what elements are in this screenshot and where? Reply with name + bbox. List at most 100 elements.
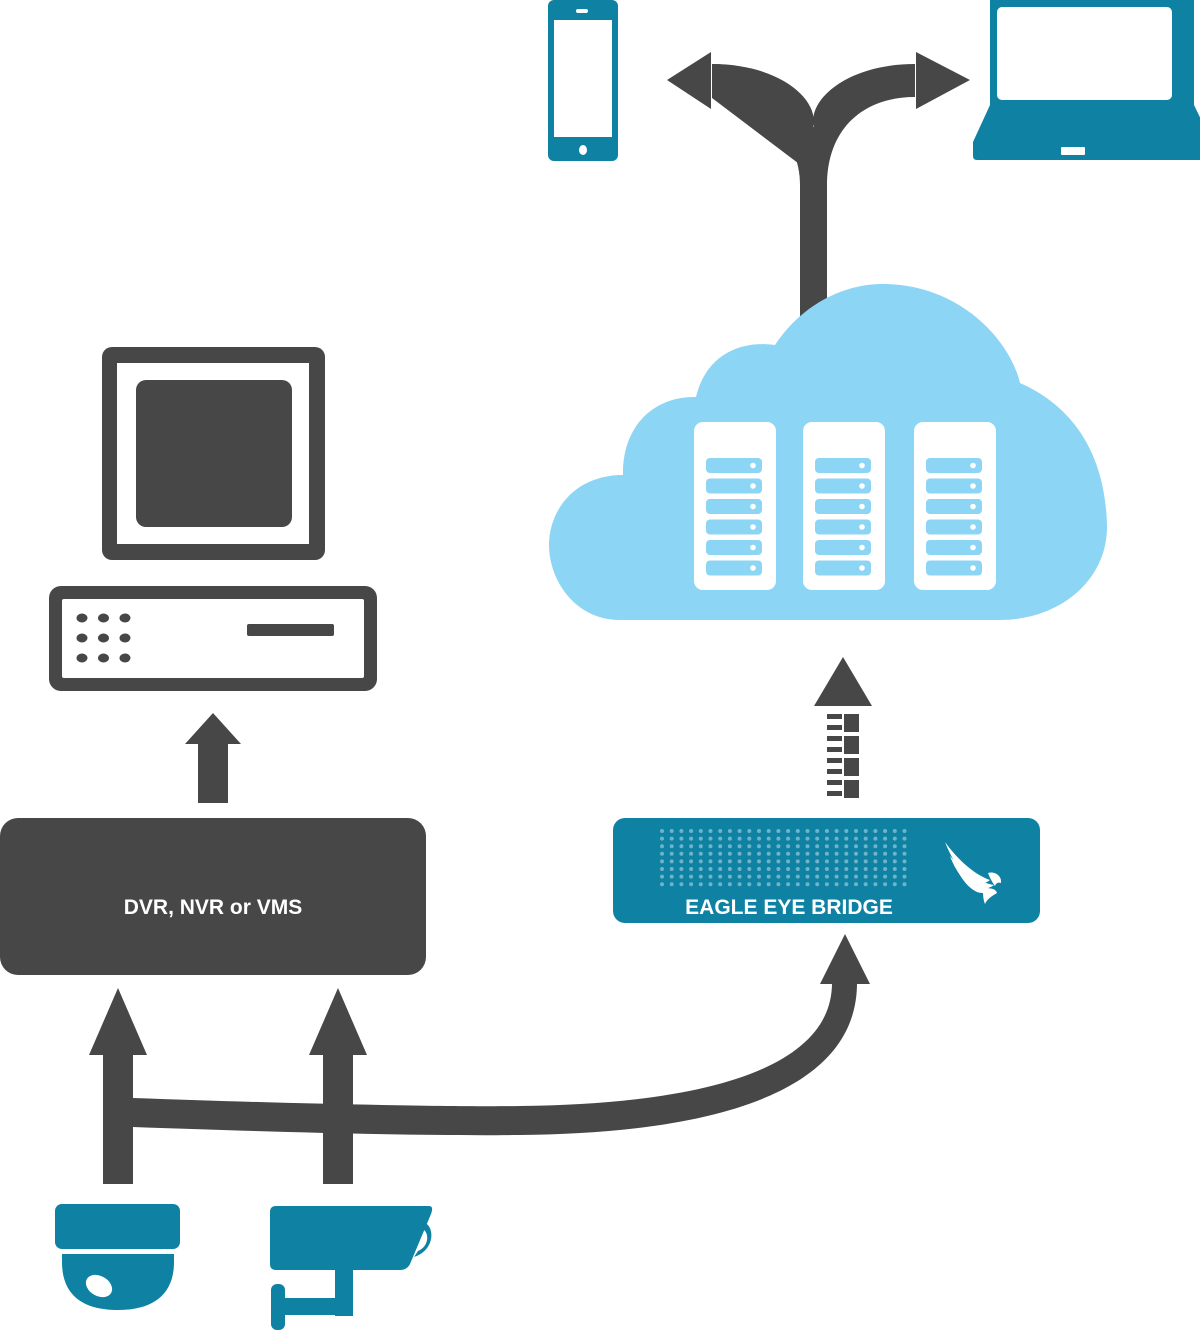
server-led bbox=[859, 565, 865, 571]
vent-dot bbox=[766, 829, 771, 833]
compressed-arrow-shaft bbox=[827, 714, 859, 798]
desktop-computer-icon bbox=[102, 347, 325, 560]
server-led bbox=[970, 462, 976, 469]
server-slot bbox=[926, 560, 982, 576]
vent-dot bbox=[824, 874, 829, 879]
vent-dot bbox=[824, 867, 829, 871]
server-slot bbox=[926, 540, 982, 555]
vent-dot bbox=[854, 882, 858, 887]
vent-dot bbox=[834, 867, 839, 871]
server-slot bbox=[815, 540, 871, 555]
vent-dot bbox=[834, 844, 839, 849]
vent-dot bbox=[766, 874, 771, 879]
vent-dot bbox=[854, 829, 858, 833]
vent-dot bbox=[737, 867, 742, 871]
vent-dot bbox=[669, 851, 674, 856]
vent-dot bbox=[747, 867, 752, 871]
vent-dot bbox=[766, 859, 771, 864]
vent-dot bbox=[863, 874, 868, 879]
vent-dot bbox=[844, 836, 849, 841]
up-arrow-dome-to-dvr bbox=[89, 988, 147, 1184]
vent-dot bbox=[689, 829, 694, 833]
server-icon bbox=[694, 422, 776, 590]
vent-dot bbox=[883, 859, 888, 864]
vent-dot bbox=[727, 859, 732, 864]
vent-dot bbox=[698, 874, 703, 879]
recorder-button-dot bbox=[76, 633, 88, 643]
vent-dot bbox=[883, 844, 888, 849]
vent-dot bbox=[698, 859, 703, 864]
vent-dot bbox=[892, 867, 897, 871]
server-slot bbox=[706, 458, 762, 473]
vent-dot bbox=[727, 829, 732, 833]
vent-dot bbox=[863, 829, 868, 833]
server-led bbox=[750, 544, 756, 551]
vent-dot bbox=[689, 859, 694, 864]
zip-block bbox=[844, 736, 859, 754]
vent-dot bbox=[844, 882, 849, 887]
vent-dot bbox=[873, 867, 878, 871]
recorder-button-dot bbox=[119, 633, 131, 643]
vent-dot bbox=[679, 844, 684, 849]
vent-dot bbox=[689, 874, 694, 879]
vent-dot bbox=[892, 829, 897, 833]
vent-dot bbox=[766, 844, 771, 849]
vent-dot bbox=[883, 836, 888, 841]
vent-dot bbox=[660, 874, 664, 879]
server-icon bbox=[914, 422, 996, 590]
vent-dot bbox=[747, 829, 752, 833]
vent-dot bbox=[669, 882, 674, 887]
server-led bbox=[750, 565, 756, 571]
vent-dot bbox=[863, 867, 868, 871]
server-slot bbox=[815, 458, 871, 473]
vent-dot bbox=[815, 882, 820, 887]
vent-dot bbox=[873, 859, 878, 864]
vent-dot bbox=[660, 829, 664, 833]
vent-dot bbox=[708, 851, 713, 856]
vent-dot bbox=[660, 851, 664, 856]
dvr-nvr-vms-node[interactable]: DVR, NVR or VMS bbox=[0, 818, 426, 975]
compressed-upload-arrow bbox=[814, 657, 872, 798]
vent-dot bbox=[795, 836, 800, 841]
zip-block bbox=[844, 780, 859, 798]
recorder-button-dot bbox=[98, 653, 109, 663]
vent-dot bbox=[863, 844, 868, 849]
server-led bbox=[859, 483, 865, 489]
vent-dot bbox=[776, 874, 781, 879]
vent-dot bbox=[824, 829, 829, 833]
vent-dot bbox=[679, 882, 684, 887]
bullet-camera-icon bbox=[270, 1206, 433, 1330]
vent-dot bbox=[844, 851, 849, 856]
recorder-buttons bbox=[76, 613, 131, 663]
vent-dot bbox=[698, 836, 703, 841]
vent-dot bbox=[844, 829, 849, 833]
vent-dot bbox=[892, 851, 897, 856]
zip-mark bbox=[827, 791, 842, 796]
fork-arrow-right-head bbox=[916, 52, 970, 109]
server-slot bbox=[706, 478, 762, 494]
zip-block bbox=[844, 714, 859, 732]
vent-dot bbox=[698, 851, 703, 856]
vent-dot bbox=[815, 844, 820, 849]
vent-dot bbox=[766, 851, 771, 856]
vent-dot bbox=[873, 829, 878, 833]
vent-dot bbox=[747, 844, 752, 849]
vent-dot bbox=[669, 859, 674, 864]
vent-dot bbox=[805, 874, 810, 879]
vent-dot bbox=[708, 882, 713, 887]
vent-dot bbox=[892, 844, 897, 849]
vent-dot bbox=[902, 844, 907, 849]
eagle-eye-bridge-node[interactable]: EAGLE EYE BRIDGE bbox=[613, 818, 1040, 923]
server-slot bbox=[815, 499, 871, 514]
server-led bbox=[750, 524, 756, 530]
vent-dot bbox=[834, 836, 839, 841]
fork-arrow bbox=[667, 52, 970, 350]
vent-dot bbox=[689, 851, 694, 856]
vent-dot bbox=[854, 867, 858, 871]
vent-dot bbox=[727, 851, 732, 856]
vent-dot bbox=[679, 867, 684, 871]
vent-dot bbox=[757, 844, 761, 849]
vent-dot bbox=[873, 836, 878, 841]
server-slot bbox=[926, 499, 982, 514]
